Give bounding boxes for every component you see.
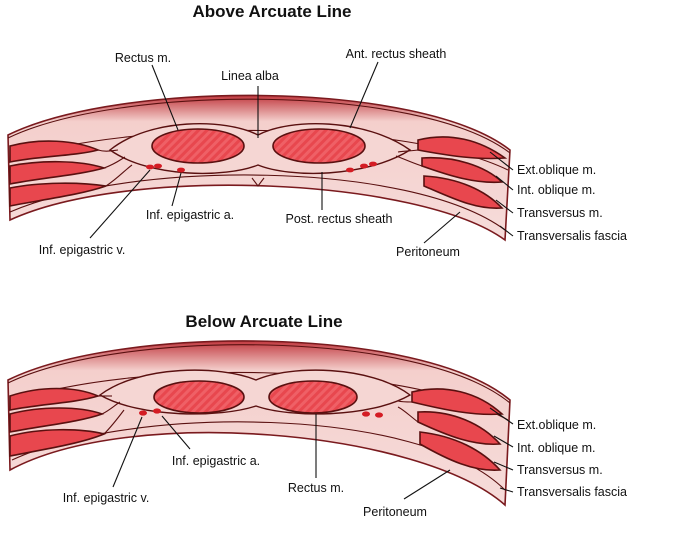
below-label-rectus: Rectus m. <box>288 481 344 495</box>
below-leader-peritoneum <box>403 469 451 500</box>
above-left-muscles <box>9 140 107 207</box>
above-label-rectus: Rectus m. <box>115 51 171 65</box>
below-epigastric-vessels-right <box>362 411 383 418</box>
below-title: Below Arcuate Line <box>185 312 342 331</box>
above-title: Above Arcuate Line <box>192 2 351 21</box>
above-epigastric-vessels-left <box>146 163 185 173</box>
above-label-transversalis: Transversalis fascia <box>517 229 627 243</box>
above-label-inf-epigastric-v: Inf. epigastric v. <box>39 243 126 257</box>
above-label-ext-oblique: Ext.oblique m. <box>517 163 596 177</box>
below-label-inf-epigastric-v: Inf. epigastric v. <box>63 491 150 505</box>
below-label-transversus: Transversus m. <box>517 463 603 477</box>
above-label-linea-alba: Linea alba <box>221 69 279 83</box>
below-rectus-right <box>268 380 358 414</box>
above-rectus-left <box>151 128 245 164</box>
below-label-peritoneum: Peritoneum <box>363 505 427 519</box>
above-label-ant-rectus-sheath: Ant. rectus sheath <box>346 47 447 61</box>
below-leader-artery <box>161 415 191 450</box>
above-right-muscles <box>417 136 508 209</box>
below-left-muscles <box>9 387 107 457</box>
above-leader-rectus <box>151 64 179 131</box>
above-leader-ext <box>489 151 514 171</box>
below-label-transversalis: Transversalis fascia <box>517 485 627 499</box>
above-rectus-right <box>272 128 366 164</box>
below-leader-trans <box>493 461 514 471</box>
above-leader-fascia <box>499 225 514 237</box>
above-label-inf-epigastric-a: Inf. epigastric a. <box>146 208 234 222</box>
below-leader-vein <box>112 416 143 488</box>
below-leader-ext <box>489 407 514 425</box>
above-leader-artery <box>171 172 182 207</box>
above-epigastric-vessels-right <box>346 161 377 173</box>
above-leader-trans <box>495 199 514 214</box>
above-wall <box>7 94 511 242</box>
above-label-post-rectus-sheath: Post. rectus sheath <box>285 212 392 226</box>
above-panel: Above Arcuate Line <box>7 2 627 259</box>
above-leader-ant-sheath <box>349 61 379 129</box>
below-epigastric-vessels-left <box>139 408 161 416</box>
above-leader-vein <box>89 169 151 239</box>
above-label-peritoneum: Peritoneum <box>396 245 460 259</box>
below-panel: Below Arcuate Line <box>7 312 627 519</box>
below-rectus-left <box>153 380 245 414</box>
below-label-int-oblique: Int. oblique m. <box>517 441 596 455</box>
above-leader-peritoneum <box>423 211 461 244</box>
below-label-ext-oblique: Ext.oblique m. <box>517 418 596 432</box>
above-label-int-oblique: Int. oblique m. <box>517 183 596 197</box>
below-leader-int <box>493 435 514 448</box>
above-label-transversus: Transversus m. <box>517 206 603 220</box>
below-right-muscles <box>411 388 504 471</box>
below-leader-fascia <box>499 487 514 493</box>
above-leader-int <box>495 175 514 191</box>
below-label-inf-epigastric-a: Inf. epigastric a. <box>172 454 260 468</box>
